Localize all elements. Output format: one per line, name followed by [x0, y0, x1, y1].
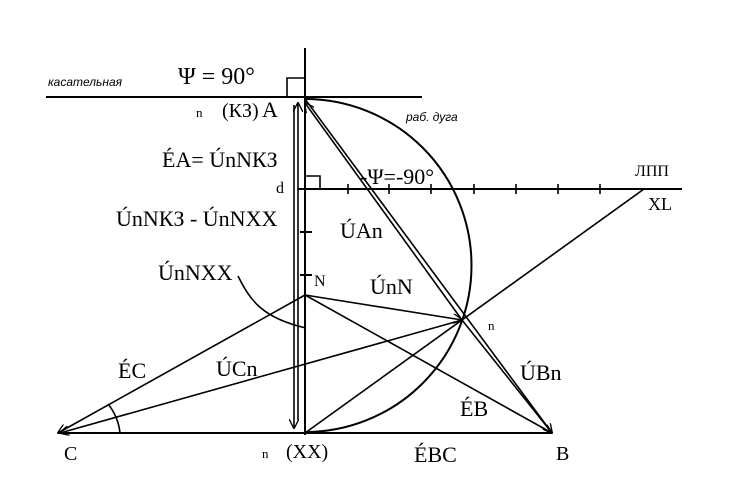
label-ucn: ÚCn	[216, 356, 258, 381]
vector-unn	[304, 294, 462, 320]
label-ebc: ÉBC	[414, 442, 457, 467]
angle-arc-c	[107, 403, 121, 434]
label-psi-minus: -Ψ=-90°	[360, 164, 434, 189]
vector-ucn	[60, 319, 463, 433]
vector-uan	[305, 103, 463, 321]
right-angle-mark-d	[305, 175, 321, 189]
vector-eb	[304, 294, 552, 433]
label-eb: ÉB	[460, 396, 488, 421]
label-n-xx: n	[262, 446, 269, 461]
label-ubn: ÚBn	[520, 360, 562, 385]
line-xl-to-nxx	[304, 188, 645, 434]
label-ea-eq: ÉA= ÚnNКЗ	[162, 147, 278, 172]
lpp-ticks	[347, 184, 601, 194]
label-diff: ÚnNКЗ - ÚnNXX	[116, 206, 277, 231]
label-ec: ÉC	[118, 358, 146, 383]
label-psi-top: Ψ = 90°	[178, 64, 255, 90]
label-kz: (КЗ)	[222, 100, 259, 122]
label-unxx: ÚnNXX	[158, 260, 233, 285]
label-arc: раб. дуга	[405, 110, 458, 124]
label-point-b: B	[556, 443, 569, 465]
label-tangent: касательная	[48, 75, 123, 89]
right-angle-mark-top	[286, 77, 305, 97]
label-unn: ÚnN	[370, 274, 413, 299]
vector-ec	[58, 294, 306, 433]
working-arc	[304, 98, 473, 433]
label-d: d	[276, 180, 284, 197]
label-uan: ÚAn	[340, 218, 383, 243]
label-lpp: ЛПП	[635, 163, 669, 180]
label-point-c: C	[64, 443, 77, 465]
vector-ubn	[461, 319, 552, 433]
line-b-to-a	[304, 98, 553, 434]
label-point-n-big: N	[314, 273, 326, 290]
label-xx: (XX)	[286, 441, 328, 463]
leader-curve	[237, 275, 307, 329]
label-n-kz: n	[196, 105, 203, 120]
label-point-a: A	[262, 97, 278, 122]
label-xl: XL	[648, 194, 672, 214]
label-point-n-small: n	[488, 318, 495, 333]
